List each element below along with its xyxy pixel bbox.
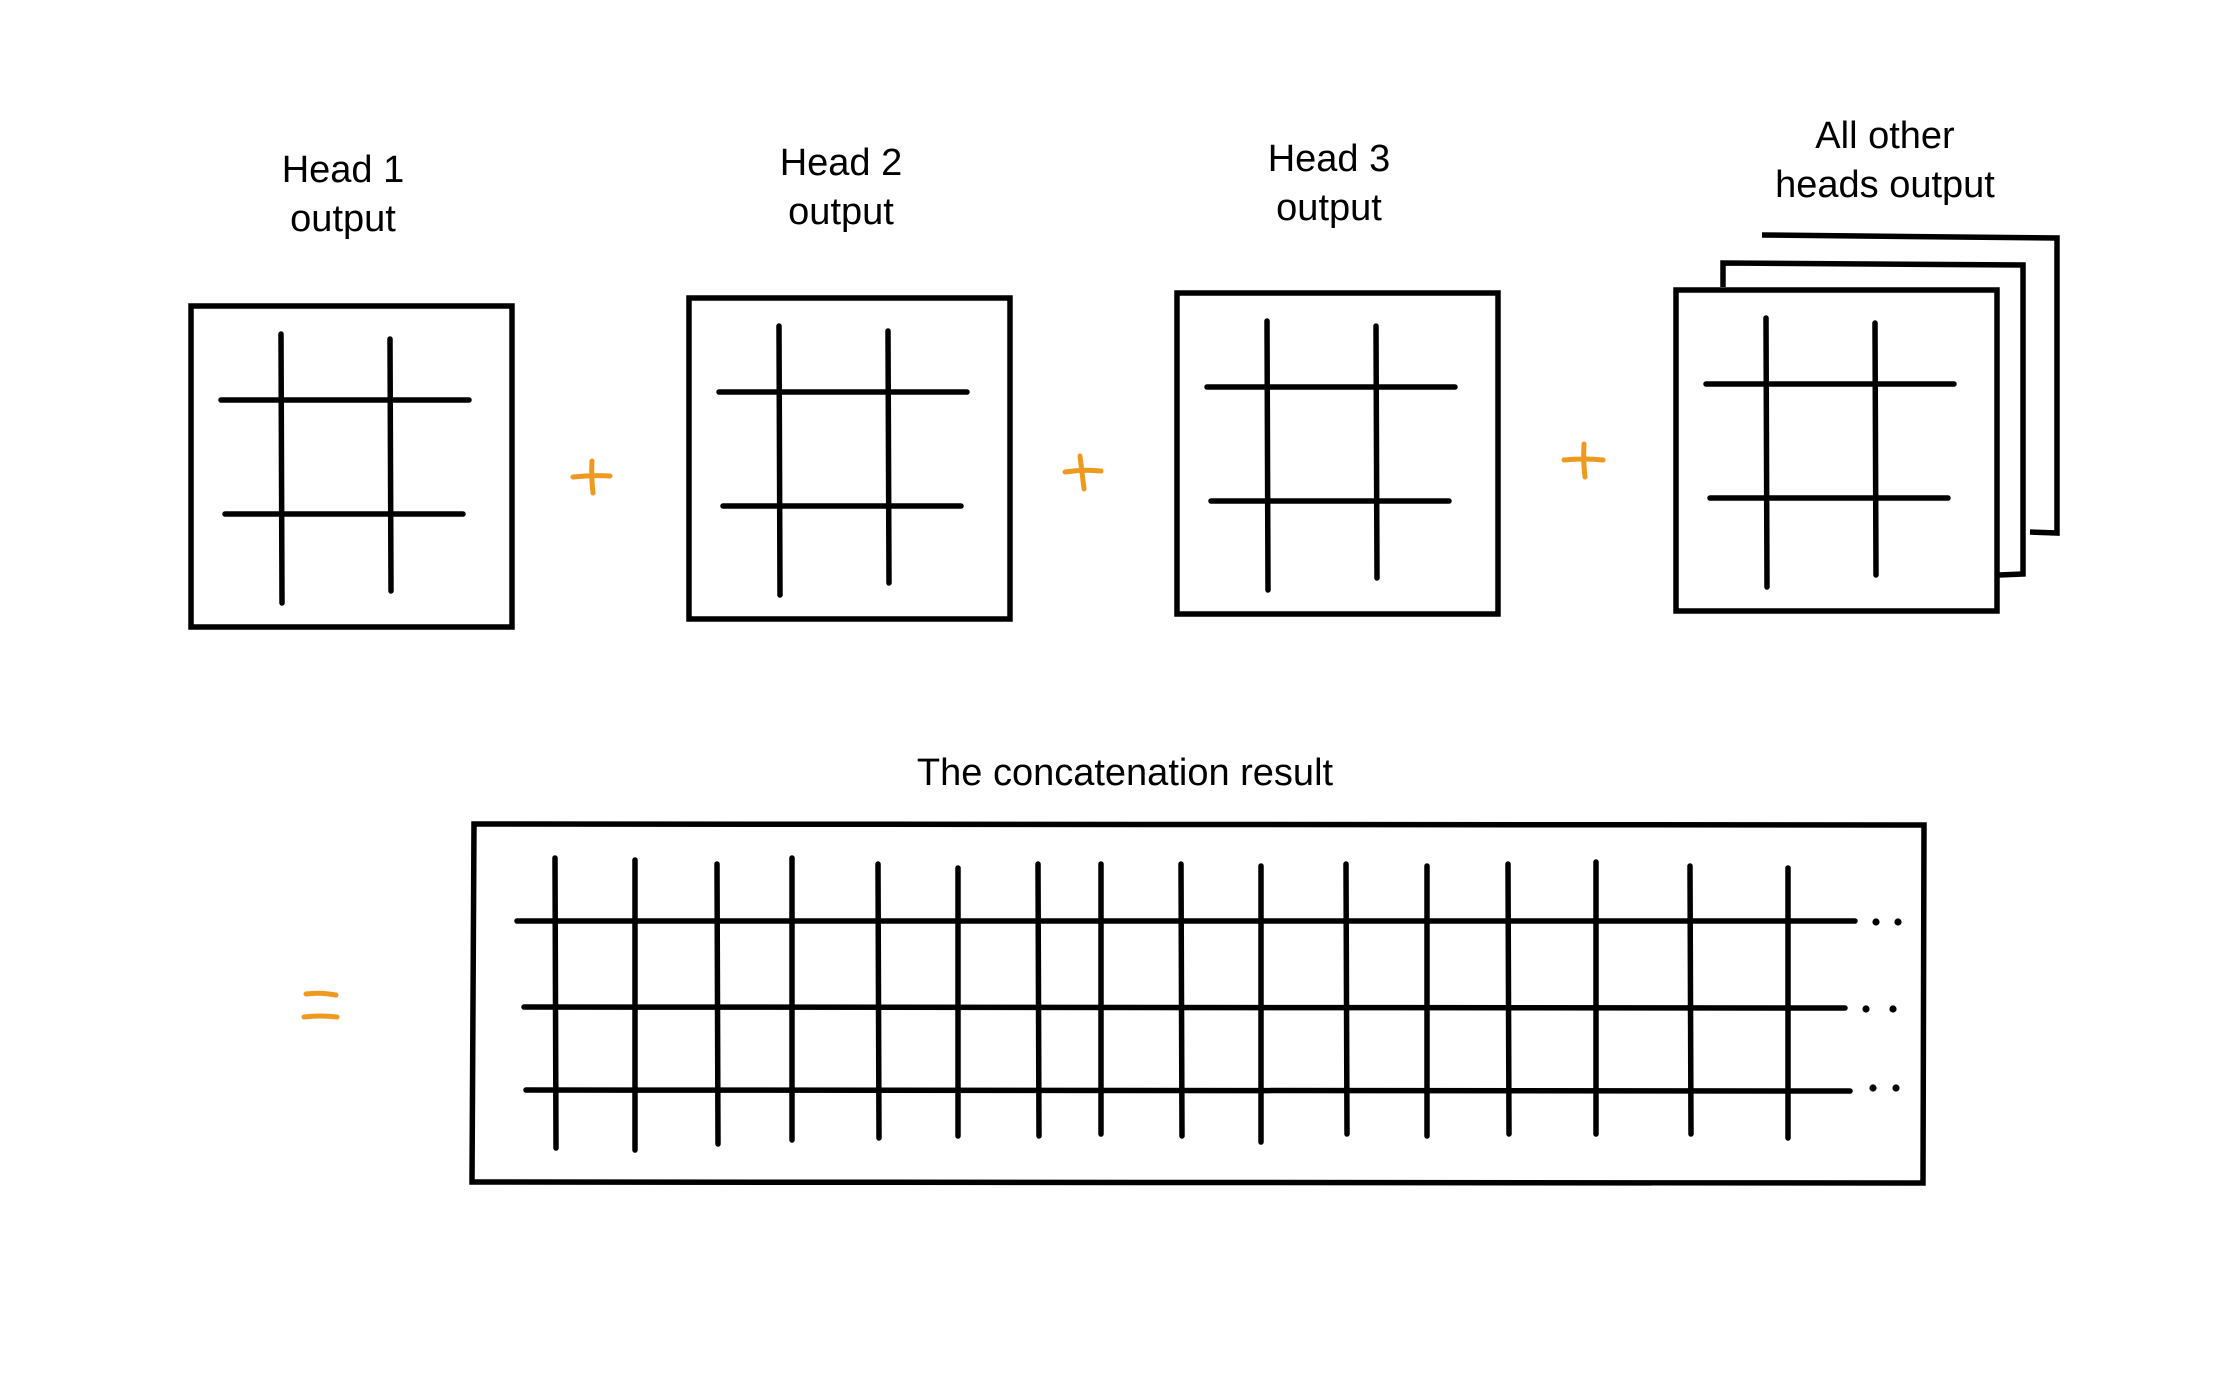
head-2-matrix	[686, 295, 1013, 622]
other-heads-label-line2: heads output	[1775, 164, 1995, 206]
result-vline	[875, 861, 882, 1141]
head-2-matrix-frame	[686, 295, 1013, 622]
head-3-matrix	[1174, 290, 1501, 617]
result-matrix-frame	[469, 821, 1927, 1186]
ellipsis-dot	[1872, 918, 1880, 926]
result-hline	[521, 1004, 1848, 1011]
result-vline	[1343, 861, 1350, 1137]
other-heads-front-sheet	[1673, 287, 2000, 614]
other-heads-vline	[1763, 315, 1770, 590]
head-2-vline	[776, 323, 783, 598]
plus-icon	[1561, 441, 1606, 480]
ellipsis-icon	[1862, 918, 1902, 1092]
result-grid-lines	[514, 855, 1858, 1153]
other-heads-vline	[1872, 320, 1879, 578]
head-1-matrix	[188, 303, 515, 630]
head-2-vline	[885, 328, 892, 586]
head-3-label-line1: Head 3	[1268, 138, 1391, 180]
other-heads-matrix-stack	[1673, 232, 2060, 614]
head-1-vline	[278, 331, 285, 606]
ellipsis-dot	[1892, 1084, 1900, 1092]
result-vline	[1687, 863, 1694, 1137]
head-1-label-line1: Head 1	[282, 149, 405, 191]
result-vline	[1035, 861, 1042, 1139]
head-2-label-line2: output	[788, 191, 894, 233]
head-3-label-line2: output	[1276, 187, 1382, 229]
result-vline	[1178, 861, 1185, 1139]
concatenation-result-matrix	[469, 821, 1927, 1186]
head-3-vline	[1373, 323, 1380, 581]
ellipsis-dot	[1869, 1084, 1877, 1092]
head-3-matrix-frame	[1174, 290, 1501, 617]
result-vline	[1505, 861, 1512, 1137]
result-vline	[714, 861, 721, 1147]
ellipsis-dot	[1894, 918, 1902, 926]
head-3-vline	[1264, 318, 1271, 593]
other-heads-label-line1: All other	[1815, 115, 1955, 157]
equals-icon	[301, 990, 340, 1020]
head-1-label-line2: output	[290, 198, 396, 240]
result-label: The concatenation result	[917, 752, 1334, 794]
plus-icon	[570, 458, 613, 496]
head-1-vline	[387, 336, 394, 594]
result-vline	[552, 855, 559, 1151]
plus-icon	[1062, 453, 1104, 492]
ellipsis-dot	[1889, 1005, 1897, 1013]
head-2-label-line1: Head 2	[780, 142, 903, 184]
ellipsis-dot	[1862, 1005, 1870, 1013]
result-hline	[523, 1087, 1853, 1094]
head-1-matrix-frame	[188, 303, 515, 630]
